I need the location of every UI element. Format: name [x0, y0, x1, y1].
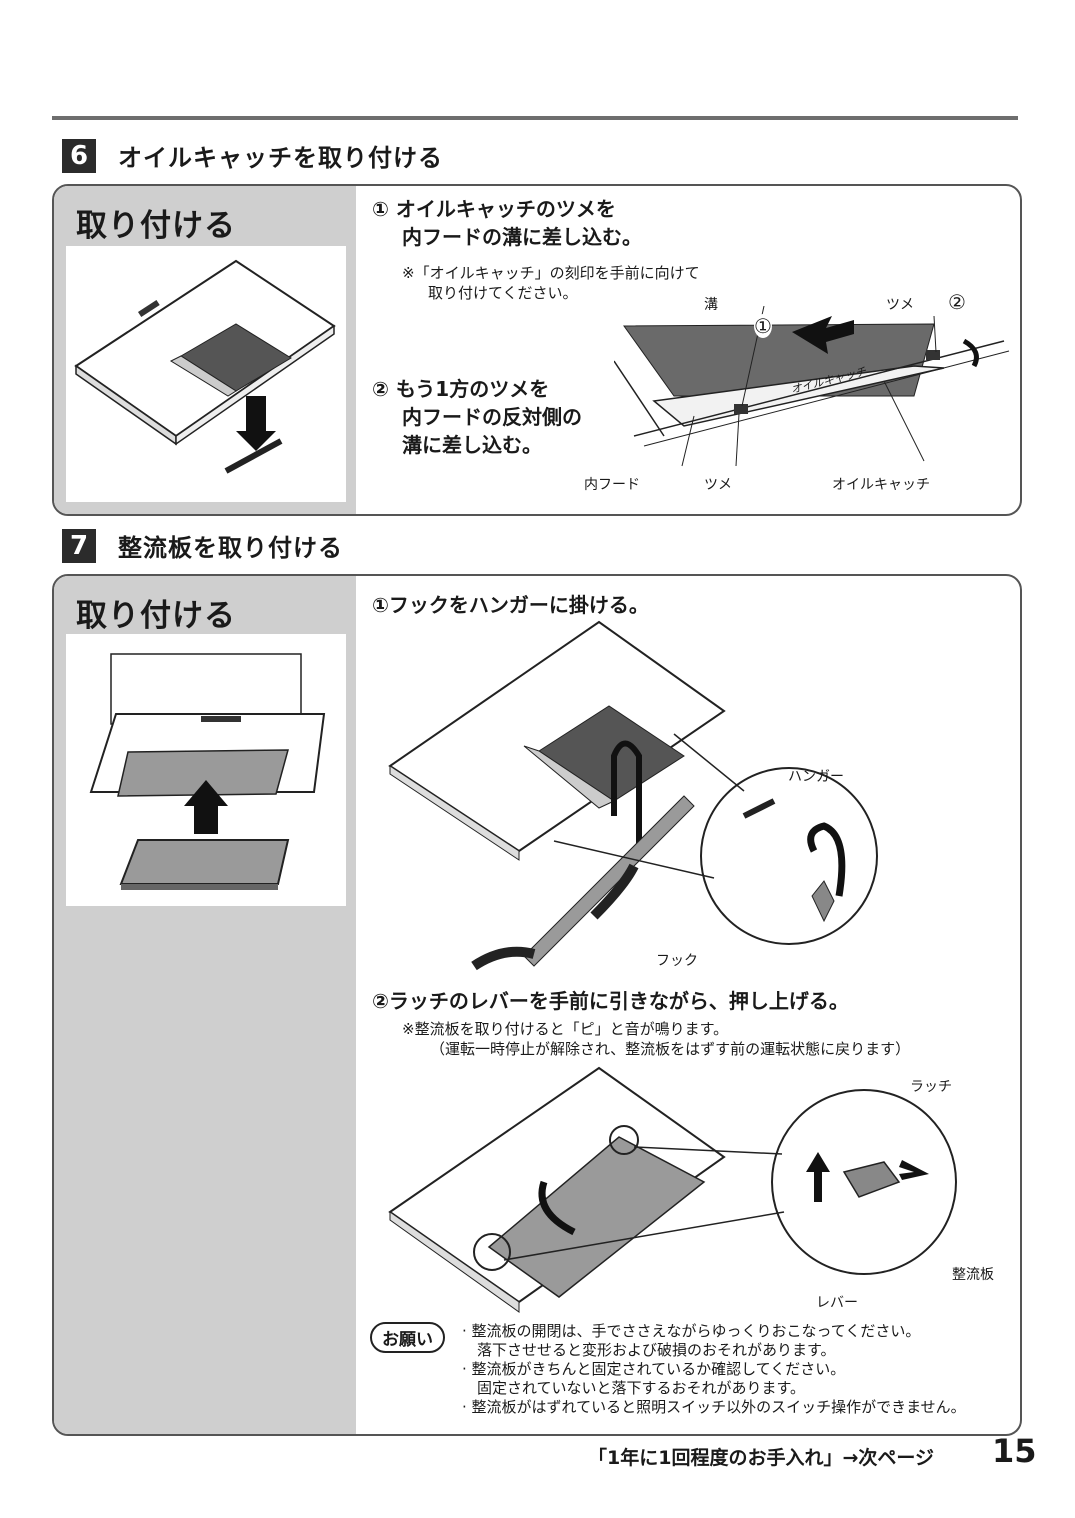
section-7-number: 7 — [62, 528, 96, 563]
section-7-overview-illustration — [66, 634, 346, 906]
latch-lever-drawing — [388, 1066, 957, 1313]
label-lever: レバー — [816, 1295, 858, 1311]
oil-catch-detail-drawing — [614, 306, 1010, 467]
section-7-panel: 取り付ける ①フックをハンガーに掛ける。 ハンガー フック ②ラッチのレバーを手… — [52, 574, 1022, 1436]
section-7-step2: ②ラッチのレバーを手前に引きながら、押し上げる。 — [372, 989, 849, 1013]
section-7-note-line2: （運転一時停止が解除され、整流板をはずす前の運転状態に戻ります） — [430, 1040, 911, 1058]
section-6-step1-line2: 内フードの溝に差し込む。 — [402, 225, 642, 249]
request-badge: お願い — [370, 1322, 445, 1353]
top-rule — [52, 116, 1018, 120]
next-page-link[interactable]: 「1年に1回程度のお手入れ」→次ページ — [588, 1447, 934, 1469]
label-tab-bottom: ツメ — [704, 477, 732, 493]
request-notes: · 整流板の開閉は、手でささえながらゆっくりおこなってください。 落下させせると… — [462, 1322, 966, 1417]
section-7-step1: ①フックをハンガーに掛ける。 — [372, 593, 649, 617]
label-inner-hood: 内フード — [584, 477, 640, 493]
section-6-step1-line1: ① オイルキャッチのツメを — [372, 197, 616, 221]
panel-overview-drawing — [89, 653, 326, 890]
section-6-title: オイルキャッチを取り付ける — [118, 144, 443, 172]
hood-overview-drawing — [74, 259, 336, 474]
section-6-note-line2: 取り付けてください。 — [428, 284, 578, 302]
label-hanger: ハンガー — [788, 769, 844, 785]
section-6-side-title: 取り付ける — [76, 208, 236, 244]
page-number: 15 — [992, 1432, 1037, 1470]
section-7-note-line1: ※整流板を取り付けると「ピ」と音が鳴ります。 — [402, 1020, 729, 1038]
label-oil-catch: オイルキャッチ — [832, 477, 930, 493]
label-tab-top: ツメ — [886, 297, 914, 313]
label-panel: 整流板 — [952, 1267, 994, 1283]
request-line-1: · 整流板の開閉は、手でささえながらゆっくりおこなってください。 — [462, 1322, 921, 1340]
section-6-note-line1: ※「オイルキャッチ」の刻印を手前に向けて — [402, 264, 700, 282]
request-line-5: · 整流板がはずれていると照明スイッチ以外のスイッチ操作ができません。 — [462, 1398, 966, 1416]
section-7-title: 整流板を取り付ける — [118, 534, 343, 562]
section-7-heading: 7 整流板を取り付ける — [62, 528, 343, 563]
label-groove: 溝 — [704, 297, 718, 313]
section-7-side-title: 取り付ける — [76, 598, 236, 634]
section-6-overview-illustration — [66, 246, 346, 502]
label-hook: フック — [656, 953, 698, 969]
request-line-4: 固定されていないと落下するおそれがあります。 — [462, 1379, 806, 1397]
section-6-number: 6 — [62, 138, 96, 173]
section-6-step2-line1: ② もう1方のツメを — [372, 377, 550, 401]
section-6-step2-line2: 内フードの反対側の — [402, 405, 582, 429]
hook-hanger-drawing — [388, 620, 878, 971]
section-6-panel: 取り付ける ① オイルキャッチのツメを 内フードの溝に差し込む。 ※「オイルキャ… — [52, 184, 1022, 516]
label-circle-2: ② — [948, 290, 966, 314]
request-line-3: · 整流板がきちんと固定されているか確認してください。 — [462, 1360, 846, 1378]
section-6-step2-line3: 溝に差し込む。 — [402, 433, 542, 457]
label-latch: ラッチ — [910, 1079, 952, 1095]
label-circle-1: ① — [754, 314, 772, 338]
section-6-heading: 6 オイルキャッチを取り付ける — [62, 138, 443, 173]
request-line-2: 落下させせると変形および破損のおそれがあります。 — [462, 1341, 836, 1359]
